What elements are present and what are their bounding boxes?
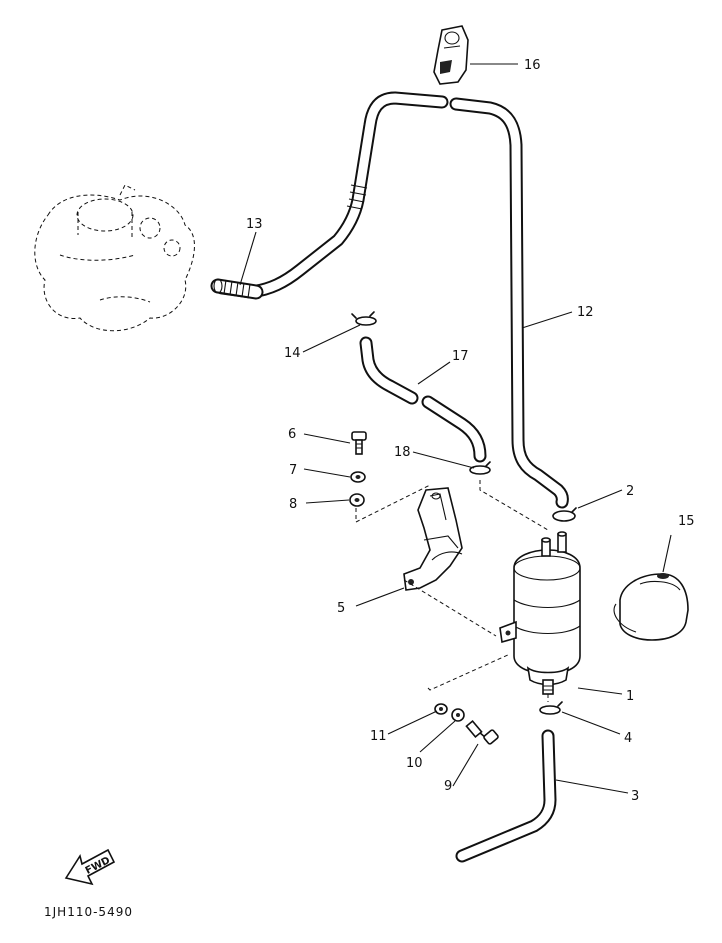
callout-2: 2: [626, 484, 634, 499]
callout-4: 4: [624, 731, 632, 746]
bolt-6: [351, 431, 367, 455]
bolt-9: [465, 719, 499, 745]
hose-protector-13: [210, 278, 264, 300]
callout-labels: 1 2 3 4 5 6 7 8 9 10 11 12 13 14 15 16 1…: [246, 58, 695, 804]
clip-2: [552, 507, 577, 522]
forward-arrow-icon: FWD: [64, 848, 116, 886]
fuel-hose-12: [215, 91, 569, 509]
washer-8: [349, 493, 365, 507]
callout-15: 15: [678, 514, 695, 529]
callout-6: 6: [288, 427, 296, 442]
bracket-5: [403, 487, 463, 591]
callout-16: 16: [524, 58, 541, 73]
callout-18: 18: [394, 445, 411, 460]
washer-7: [350, 471, 366, 483]
callout-12: 12: [577, 305, 594, 320]
hose-holder-16: [433, 25, 469, 85]
callout-8: 8: [289, 497, 297, 512]
callout-14: 14: [284, 346, 301, 361]
fuel-filter-1: [499, 531, 581, 695]
callout-5: 5: [337, 601, 345, 616]
assembly-guide-lines: [355, 480, 549, 702]
diagram-code: 1JH110-5490: [44, 905, 133, 919]
callout-11: 11: [370, 729, 387, 744]
clip-14: [351, 311, 377, 326]
clip-18: [469, 461, 491, 475]
cover-15: [613, 573, 689, 641]
callout-17: 17: [452, 349, 469, 364]
callout-7: 7: [289, 463, 297, 478]
callout-10: 10: [406, 756, 423, 771]
washer-10: [451, 708, 465, 722]
leader-lines: [239, 63, 672, 794]
fuel-hose-3: [455, 729, 557, 863]
carburetor-outline: [34, 184, 195, 332]
callout-1: 1: [626, 689, 634, 704]
callout-3: 3: [631, 789, 639, 804]
callout-13: 13: [246, 217, 263, 232]
washer-11: [434, 703, 448, 715]
fuel-hose-17: [359, 336, 487, 463]
clip-4: [539, 701, 563, 715]
callout-9: 9: [444, 779, 452, 794]
